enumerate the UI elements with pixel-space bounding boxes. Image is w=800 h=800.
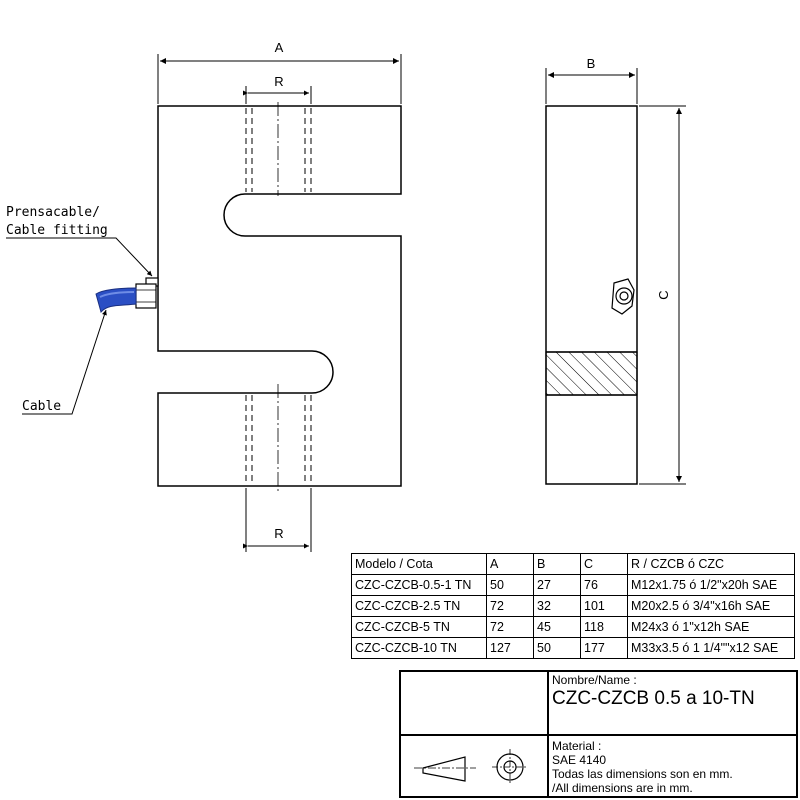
thread-hidden-lines-top [245, 108, 312, 192]
table-cell: 32 [533, 595, 581, 617]
note-en: /All dimensions are in mm. [552, 781, 693, 795]
front-view: A R R [6, 40, 402, 552]
table-cell: 127 [486, 637, 534, 659]
table-cell: 50 [486, 574, 534, 596]
dim-r-top-label: R [274, 74, 283, 89]
dimension-b [545, 68, 638, 104]
leader-cable [22, 309, 107, 415]
table-cell: 72 [486, 616, 534, 638]
cable-fitting [135, 277, 159, 309]
table-row: CZC-CZCB-2.5 TN 72 32 101 M20x2.5 ó 3/4"… [351, 595, 795, 617]
dim-c-label: C [656, 290, 671, 299]
table-cell: 177 [580, 637, 628, 659]
fitting-side [611, 278, 635, 315]
table-cell: 118 [580, 616, 628, 638]
table-row: CZC-CZCB-0.5-1 TN 50 27 76 M12x1.75 ó 1/… [351, 574, 795, 596]
table-cell: 76 [580, 574, 628, 596]
label-cable: Cable [22, 399, 61, 414]
table-cell: 101 [580, 595, 628, 617]
table-cell: CZC-CZCB-5 TN [351, 616, 487, 638]
label-fitting-line2: Cable fitting [6, 223, 108, 238]
table-header-cell: A [486, 553, 534, 575]
table-cell: CZC-CZCB-10 TN [351, 637, 487, 659]
material-label: Material : [552, 739, 602, 753]
table-cell: 72 [486, 595, 534, 617]
dim-b-label: B [587, 56, 596, 71]
table-cell: CZC-CZCB-2.5 TN [351, 595, 487, 617]
thread-hidden-lines-bottom [245, 395, 312, 484]
name-label: Nombre/Name : [552, 673, 637, 687]
table-header-row: Modelo / Cota A B C R / CZCB ó CZC [351, 553, 795, 575]
name-value: CZC-CZCB 0.5 a 10-TN [552, 688, 755, 709]
dimension-r-bottom [243, 488, 312, 552]
table-row: CZC-CZCB-5 TN 72 45 118 M24x3 ó 1"x12h S… [351, 616, 795, 638]
table-header-cell: B [533, 553, 581, 575]
table-header-cell: C [580, 553, 628, 575]
table-cell: M33x3.5 ó 1 1/4""x12 SAE [627, 637, 795, 659]
table-cell: CZC-CZCB-0.5-1 TN [351, 574, 487, 596]
table-header-cell: R / CZCB ó CZC [627, 553, 795, 575]
material-value: SAE 4140 [552, 753, 607, 767]
table-cell: 27 [533, 574, 581, 596]
table-cell: M12x1.75 ó 1/2"x20h SAE [627, 574, 795, 596]
note-es: Todas las dimensions son en mm. [552, 767, 733, 781]
table-header-cell: Modelo / Cota [351, 553, 487, 575]
dimension-c [639, 105, 686, 485]
title-block: Nombre/Name : CZC-CZCB 0.5 a 10-TN Mater… [399, 670, 798, 798]
s-beam-outline [157, 105, 402, 487]
dim-r-bottom-label: R [274, 526, 283, 541]
table-cell: M24x3 ó 1"x12h SAE [627, 616, 795, 638]
section-hatch [545, 351, 638, 396]
projection-cone-icon [422, 756, 466, 782]
table-row: CZC-CZCB-10 TN 127 50 177 M33x3.5 ó 1 1/… [351, 637, 795, 659]
dimension-r-top [243, 86, 312, 104]
label-fitting-line1: Prensacable/ [6, 205, 100, 220]
title-block-divider-horizontal [401, 734, 796, 736]
cable-highlight [99, 291, 135, 298]
table-cell: M20x2.5 ó 3/4"x16h SAE [627, 595, 795, 617]
side-view: B C [545, 56, 686, 485]
leader-cable-fitting [6, 237, 153, 277]
table-cell: 45 [533, 616, 581, 638]
table-cell: 50 [533, 637, 581, 659]
dimension-table: Modelo / Cota A B C R / CZCB ó CZC CZC-C… [351, 553, 795, 659]
material-block: Material : SAE 4140 Todas las dimensions… [552, 739, 733, 795]
dimension-a [157, 54, 402, 104]
dim-a-label: A [275, 40, 284, 55]
projection-symbol [414, 749, 528, 785]
